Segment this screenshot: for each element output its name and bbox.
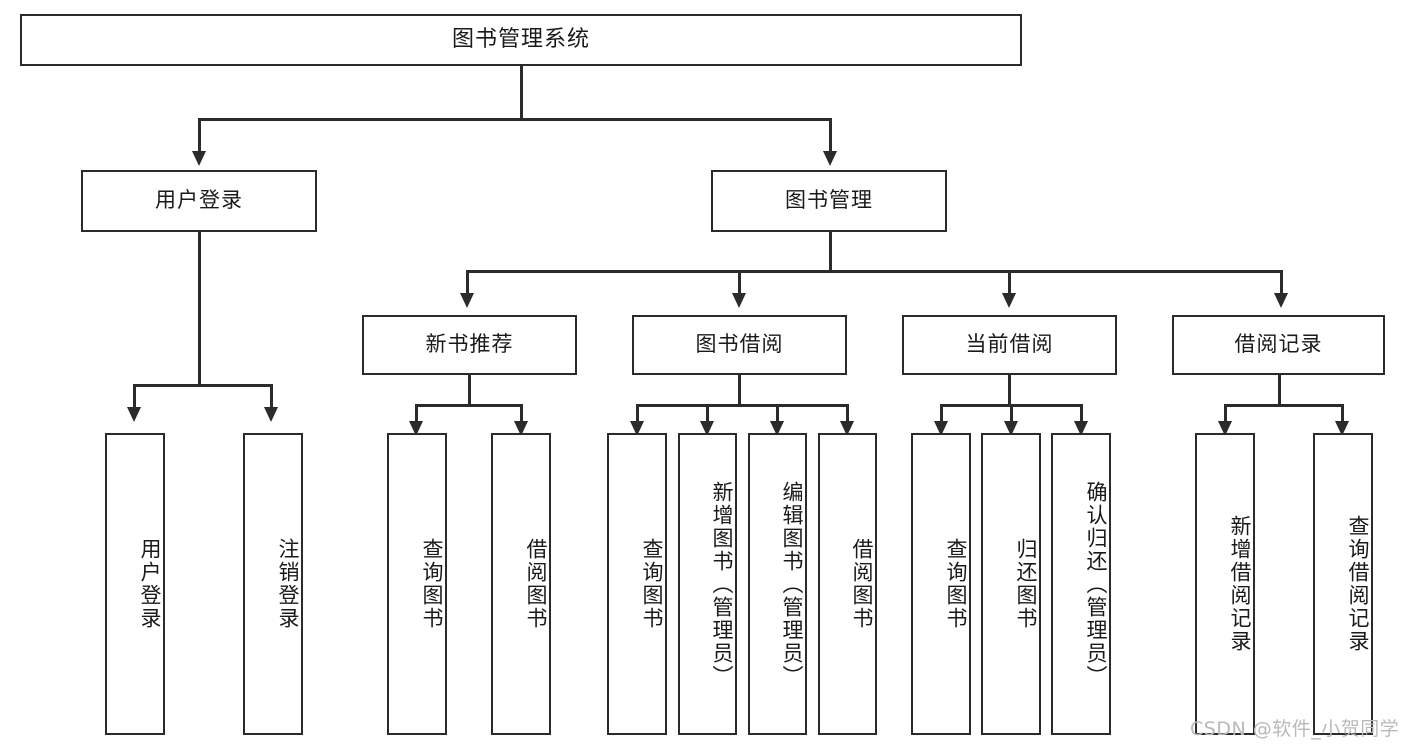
arrow-book-borrow-to-leaf-2 xyxy=(700,421,714,436)
arrow-book-borrow-to-leaf-3 xyxy=(770,421,784,436)
csdn-watermark: CSDN @软件_小贺同学 xyxy=(1190,718,1400,740)
node-label: 用户登录 xyxy=(138,538,162,630)
node-label: 编辑图书（管理员） xyxy=(780,480,804,688)
edge-book-management-bus xyxy=(466,270,1283,273)
edge-borrow-record-to-leaf-2 xyxy=(1341,404,1344,424)
leaf-book-borrow-add-book-admin[interactable]: 新增图书（管理员） xyxy=(678,433,737,735)
edge-user-login-stem xyxy=(198,232,201,386)
node-label: 当前借阅 xyxy=(965,332,1054,357)
edge-borrow-record-to-leaf-1 xyxy=(1224,404,1227,424)
edge-book-borrow-stem xyxy=(738,375,741,406)
node-label: 查询借阅记录 xyxy=(1346,515,1370,653)
node-book-borrow[interactable]: 图书借阅 xyxy=(632,315,847,375)
arrow-bm-to-book-borrow xyxy=(732,293,746,308)
node-new-book-recommend[interactable]: 新书推荐 xyxy=(362,315,577,375)
node-user-login[interactable]: 用户登录 xyxy=(81,170,317,232)
node-root-book-management-system[interactable]: 图书管理系统 xyxy=(20,14,1022,66)
edge-book-borrow-to-leaf-1 xyxy=(636,404,639,424)
edge-book-management-stem xyxy=(829,232,832,272)
edge-current-borrow-to-leaf-3 xyxy=(1080,404,1083,424)
leaf-current-borrow-confirm-return-admin[interactable]: 确认归还（管理员） xyxy=(1051,433,1111,735)
edge-bm-to-borrow-record xyxy=(1280,270,1283,295)
leaf-new-book-query-book[interactable]: 查询图书 xyxy=(387,433,447,735)
arrow-root-to-user-login xyxy=(192,151,206,166)
node-label: 新增借阅记录 xyxy=(1228,515,1252,653)
edge-book-borrow-to-leaf-4 xyxy=(846,404,849,424)
edge-new-book-bus xyxy=(415,404,522,407)
leaf-current-borrow-query-book[interactable]: 查询图书 xyxy=(911,433,971,735)
edge-new-book-to-leaf-2 xyxy=(520,404,523,424)
node-label: 用户登录 xyxy=(155,188,243,213)
node-current-borrow[interactable]: 当前借阅 xyxy=(902,315,1117,375)
node-label: 图书管理 xyxy=(785,188,873,213)
edge-root-bus xyxy=(198,118,832,121)
leaf-user-login[interactable]: 用户登录 xyxy=(105,433,165,735)
edge-user-login-bus xyxy=(133,384,272,387)
arrow-current-borrow-to-leaf-3 xyxy=(1074,421,1088,436)
node-book-management[interactable]: 图书管理 xyxy=(711,170,947,232)
leaf-book-borrow-query-book[interactable]: 查询图书 xyxy=(607,433,667,735)
node-label: 借阅图书 xyxy=(850,538,874,630)
arrow-book-borrow-to-leaf-4 xyxy=(840,421,854,436)
edge-user-login-to-leaf-1 xyxy=(133,384,136,409)
arrow-new-book-to-leaf-2 xyxy=(514,421,528,436)
leaf-borrow-record-add-record[interactable]: 新增借阅记录 xyxy=(1195,433,1255,735)
node-label: 查询图书 xyxy=(420,538,444,630)
leaf-logout[interactable]: 注销登录 xyxy=(243,433,303,735)
edge-new-book-stem xyxy=(468,375,471,406)
node-label: 归还图书 xyxy=(1014,538,1038,630)
node-label: 图书管理系统 xyxy=(451,26,590,52)
edge-borrow-record-bus xyxy=(1224,404,1343,407)
edge-book-borrow-to-leaf-2 xyxy=(706,404,709,424)
node-label: 借阅记录 xyxy=(1234,332,1323,357)
node-label: 借阅图书 xyxy=(524,538,548,630)
arrow-book-borrow-to-leaf-1 xyxy=(630,421,644,436)
edge-user-login-to-leaf-2 xyxy=(270,384,273,409)
node-label: 注销登录 xyxy=(276,538,300,630)
node-borrow-record[interactable]: 借阅记录 xyxy=(1172,315,1385,375)
arrow-new-book-to-leaf-1 xyxy=(409,421,423,436)
edge-current-borrow-stem xyxy=(1008,375,1011,406)
leaf-borrow-record-query-record[interactable]: 查询借阅记录 xyxy=(1313,433,1373,735)
edge-book-borrow-to-leaf-3 xyxy=(776,404,779,424)
edge-bm-to-book-borrow xyxy=(738,270,741,295)
leaf-new-book-borrow-book[interactable]: 借阅图书 xyxy=(491,433,551,735)
arrow-borrow-record-to-leaf-1 xyxy=(1218,421,1232,436)
node-label: 图书借阅 xyxy=(695,332,784,357)
leaf-book-borrow-borrow-book[interactable]: 借阅图书 xyxy=(818,433,877,735)
edge-borrow-record-stem xyxy=(1278,375,1281,406)
node-label: 新增图书（管理员） xyxy=(710,480,734,688)
edge-root-to-book-management xyxy=(829,118,832,153)
arrow-bm-to-current-borrow xyxy=(1002,293,1016,308)
arrow-user-login-to-leaf-1 xyxy=(127,407,141,422)
edge-root-stem xyxy=(520,66,523,119)
arrow-current-borrow-to-leaf-2 xyxy=(1004,421,1018,436)
arrow-user-login-to-leaf-2 xyxy=(264,407,278,422)
arrow-bm-to-borrow-record xyxy=(1274,293,1288,308)
arrow-root-to-book-management xyxy=(823,151,837,166)
leaf-current-borrow-return-book[interactable]: 归还图书 xyxy=(981,433,1041,735)
edge-bm-to-current-borrow xyxy=(1008,270,1011,295)
edge-current-borrow-to-leaf-2 xyxy=(1010,404,1013,424)
node-label: 查询图书 xyxy=(944,538,968,630)
leaf-book-borrow-edit-book-admin[interactable]: 编辑图书（管理员） xyxy=(748,433,807,735)
arrow-bm-to-new-book xyxy=(460,293,474,308)
edge-new-book-to-leaf-1 xyxy=(415,404,418,424)
edge-root-to-user-login xyxy=(198,118,201,153)
node-label: 确认归还（管理员） xyxy=(1084,480,1108,688)
edge-bm-to-new-book xyxy=(466,270,469,295)
arrow-borrow-record-to-leaf-2 xyxy=(1335,421,1349,436)
node-label: 查询图书 xyxy=(640,538,664,630)
edge-book-borrow-bus xyxy=(636,404,848,407)
node-label: 新书推荐 xyxy=(425,332,514,357)
edge-current-borrow-to-leaf-1 xyxy=(940,404,943,424)
arrow-current-borrow-to-leaf-1 xyxy=(934,421,948,436)
